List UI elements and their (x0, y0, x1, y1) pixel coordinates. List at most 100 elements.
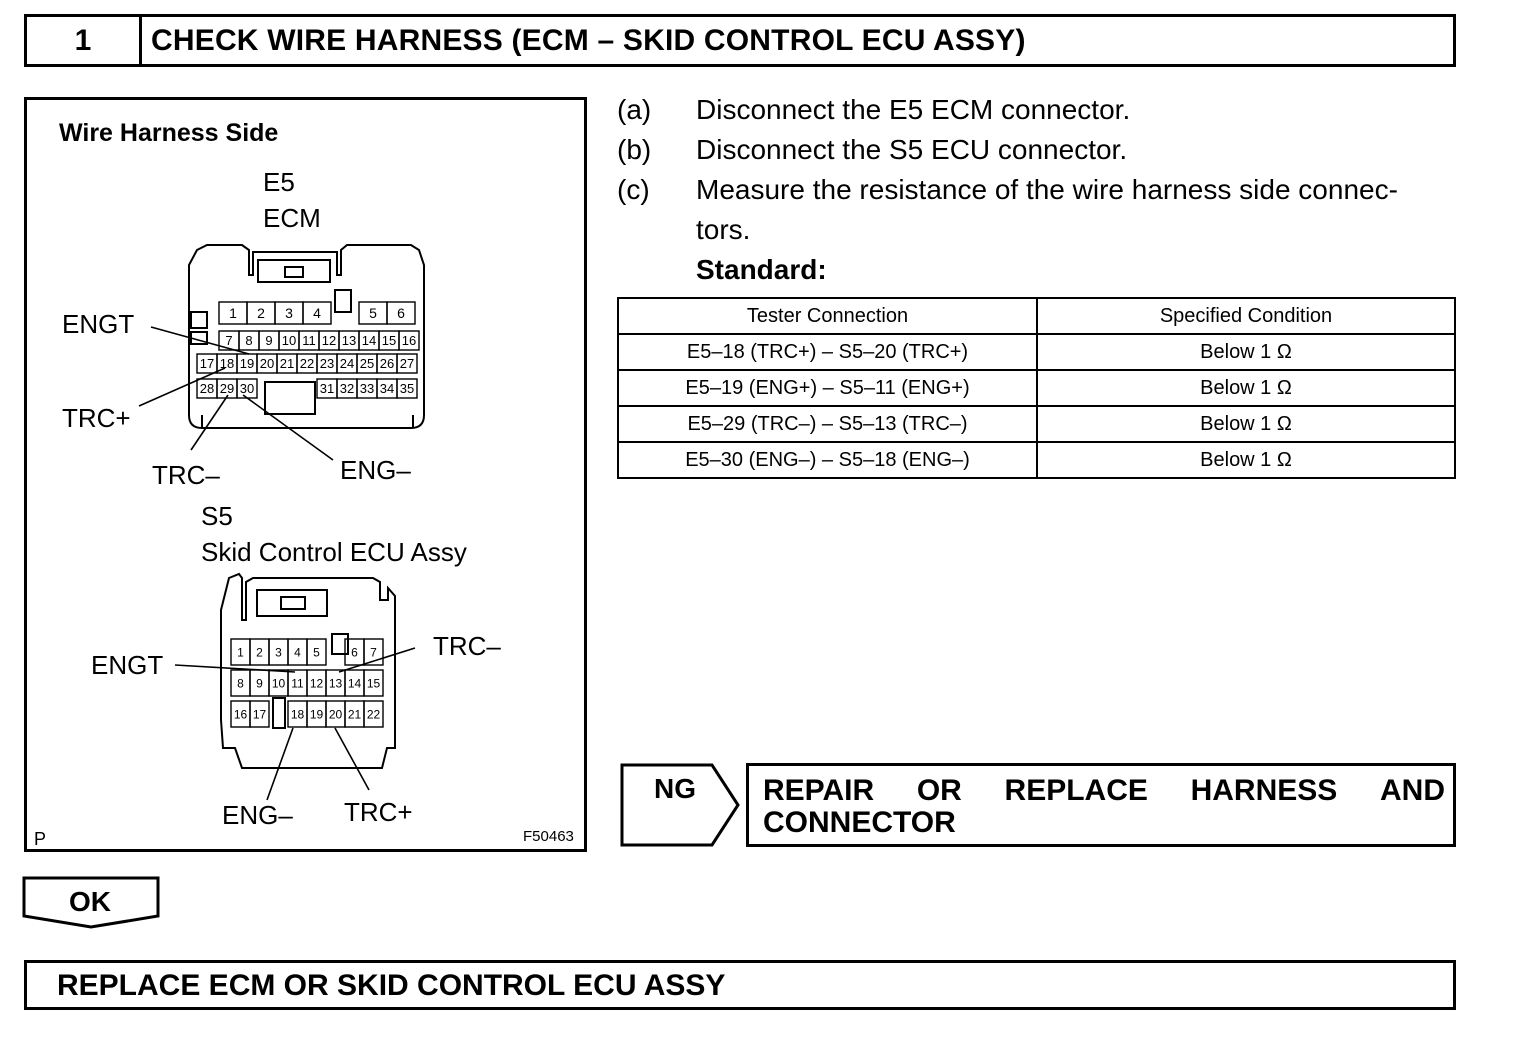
figure-id: F50463 (523, 828, 574, 845)
pin-number: 3 (275, 645, 282, 659)
step-c-label: (c) (617, 174, 650, 205)
pin-number: 17 (253, 707, 267, 721)
column-header: Specified Condition (1036, 297, 1456, 335)
pin-number: 8 (245, 333, 252, 348)
pin-number: 4 (294, 645, 301, 659)
pin-number: 7 (370, 645, 377, 659)
pin-cell (302, 301, 332, 325)
step-b-label: (b) (617, 134, 652, 165)
table-row: E5–30 (ENG–) – S5–18 (ENG–) Below 1 Ω (617, 441, 1456, 479)
ng-word: REPAIR (763, 774, 875, 807)
pin-number: 20 (260, 356, 274, 371)
pin-number: 27 (400, 356, 414, 371)
figure-heading: Wire Harness Side (59, 119, 278, 147)
step-header: 1 CHECK WIRE HARNESS (ECM – SKID CONTROL… (24, 14, 1456, 67)
pin-number: 12 (310, 676, 324, 690)
step-number: 1 (27, 17, 142, 64)
pin-number: 2 (257, 305, 265, 321)
pin-number: 13 (329, 676, 343, 690)
pin-number: 6 (351, 645, 358, 659)
ng-arrow: NG (620, 763, 740, 847)
pin-cell (363, 669, 384, 697)
final-action-text: REPLACE ECM OR SKID CONTROL ECU ASSY (57, 969, 726, 1002)
s5-leader-lines (174, 647, 416, 801)
table-row: E5–18 (TRC+) – S5–20 (TRC+) Below 1 Ω (617, 333, 1456, 371)
specification-table: Tester Connection Specified Condition E5… (617, 297, 1456, 479)
standard-label: Standard: (696, 254, 827, 285)
specified-condition-cell: Below 1 Ω (1036, 441, 1456, 479)
pin-number: 13 (342, 333, 356, 348)
step-c-text: Measure the resistance of the wire harne… (696, 174, 1398, 205)
step-title: CHECK WIRE HARNESS (ECM – SKID CONTROL E… (151, 23, 1026, 57)
pin-number: 25 (360, 356, 374, 371)
pin-number: 23 (320, 356, 334, 371)
s5-trc-minus-label: TRC– (433, 631, 501, 661)
pin-number: 19 (310, 707, 324, 721)
figure-corner-letter: P (34, 829, 46, 849)
pin-number: 9 (265, 333, 272, 348)
pin-number: 21 (280, 356, 294, 371)
pin-cell (398, 330, 420, 351)
pin-number: 32 (340, 381, 354, 396)
pin-cell (249, 700, 270, 728)
pin-cell (306, 638, 327, 666)
pin-number: 26 (380, 356, 394, 371)
e5-name: ECM (263, 203, 321, 233)
ng-action-line2: CONNECTOR (763, 806, 956, 839)
ng-word: REPLACE (1004, 774, 1148, 807)
step-a-text: Disconnect the E5 ECM connector. (696, 94, 1131, 125)
pin-cell (363, 638, 384, 666)
column-header: Tester Connection (617, 297, 1038, 335)
pin-number: 4 (313, 305, 321, 321)
pin-number: 30 (240, 381, 254, 396)
pin-number: 35 (400, 381, 414, 396)
pin-number: 7 (225, 333, 232, 348)
pin-number: 12 (322, 333, 336, 348)
pin-number: 34 (380, 381, 394, 396)
pin-cell (386, 301, 416, 325)
pin-number: 20 (329, 707, 343, 721)
pin-number: 15 (382, 333, 396, 348)
tester-connection-cell: E5–29 (TRC–) – S5–13 (TRC–) (617, 405, 1038, 443)
pin-cell (363, 700, 384, 728)
ng-label: NG (654, 773, 696, 804)
pin-number: 6 (397, 305, 405, 321)
ng-word: HARNESS (1190, 774, 1338, 807)
e5-trc-minus-label: TRC– (152, 460, 220, 490)
s5-trc-plus-label: TRC+ (344, 797, 413, 827)
tester-connection-cell: E5–18 (TRC+) – S5–20 (TRC+) (617, 333, 1038, 371)
table-row: E5–19 (ENG+) – S5–11 (ENG+) Below 1 Ω (617, 369, 1456, 407)
pin-number: 16 (402, 333, 416, 348)
pin-number: 9 (256, 676, 263, 690)
pin-number: 31 (320, 381, 334, 396)
specified-condition-cell: Below 1 Ω (1036, 369, 1456, 407)
table-row: E5–29 (TRC–) – S5–13 (TRC–) Below 1 Ω (617, 405, 1456, 443)
pin-number: 14 (362, 333, 376, 348)
pin-cell (396, 378, 418, 399)
pin-number: 15 (367, 676, 381, 690)
pin-number: 2 (256, 645, 263, 659)
pin-number: 1 (237, 645, 244, 659)
pin-number: 1 (229, 305, 237, 321)
pin-number: 11 (302, 333, 316, 348)
ok-label: OK (69, 886, 111, 917)
e5-code: E5 (263, 167, 295, 197)
tester-connection-cell: E5–19 (ENG+) – S5–11 (ENG+) (617, 369, 1038, 407)
s5-name: Skid Control ECU Assy (201, 537, 467, 567)
step-a-label: (a) (617, 94, 652, 125)
pin-number: 33 (360, 381, 374, 396)
pin-number: 16 (234, 707, 248, 721)
pin-number: 10 (282, 333, 296, 348)
s5-connector (220, 572, 396, 769)
pin-number: 29 (220, 381, 234, 396)
pin-number: 17 (200, 356, 214, 371)
pin-number: 5 (313, 645, 320, 659)
s5-engt-label: ENGT (91, 650, 163, 680)
e5-trc-plus-label: TRC+ (62, 403, 131, 433)
ng-action-box: REPAIR OR REPLACE HARNESS AND CONNECTOR (746, 763, 1456, 847)
tester-connection-cell: E5–30 (ENG–) – S5–18 (ENG–) (617, 441, 1038, 479)
pin-number: 19 (240, 356, 254, 371)
pin-number: 3 (285, 305, 293, 321)
